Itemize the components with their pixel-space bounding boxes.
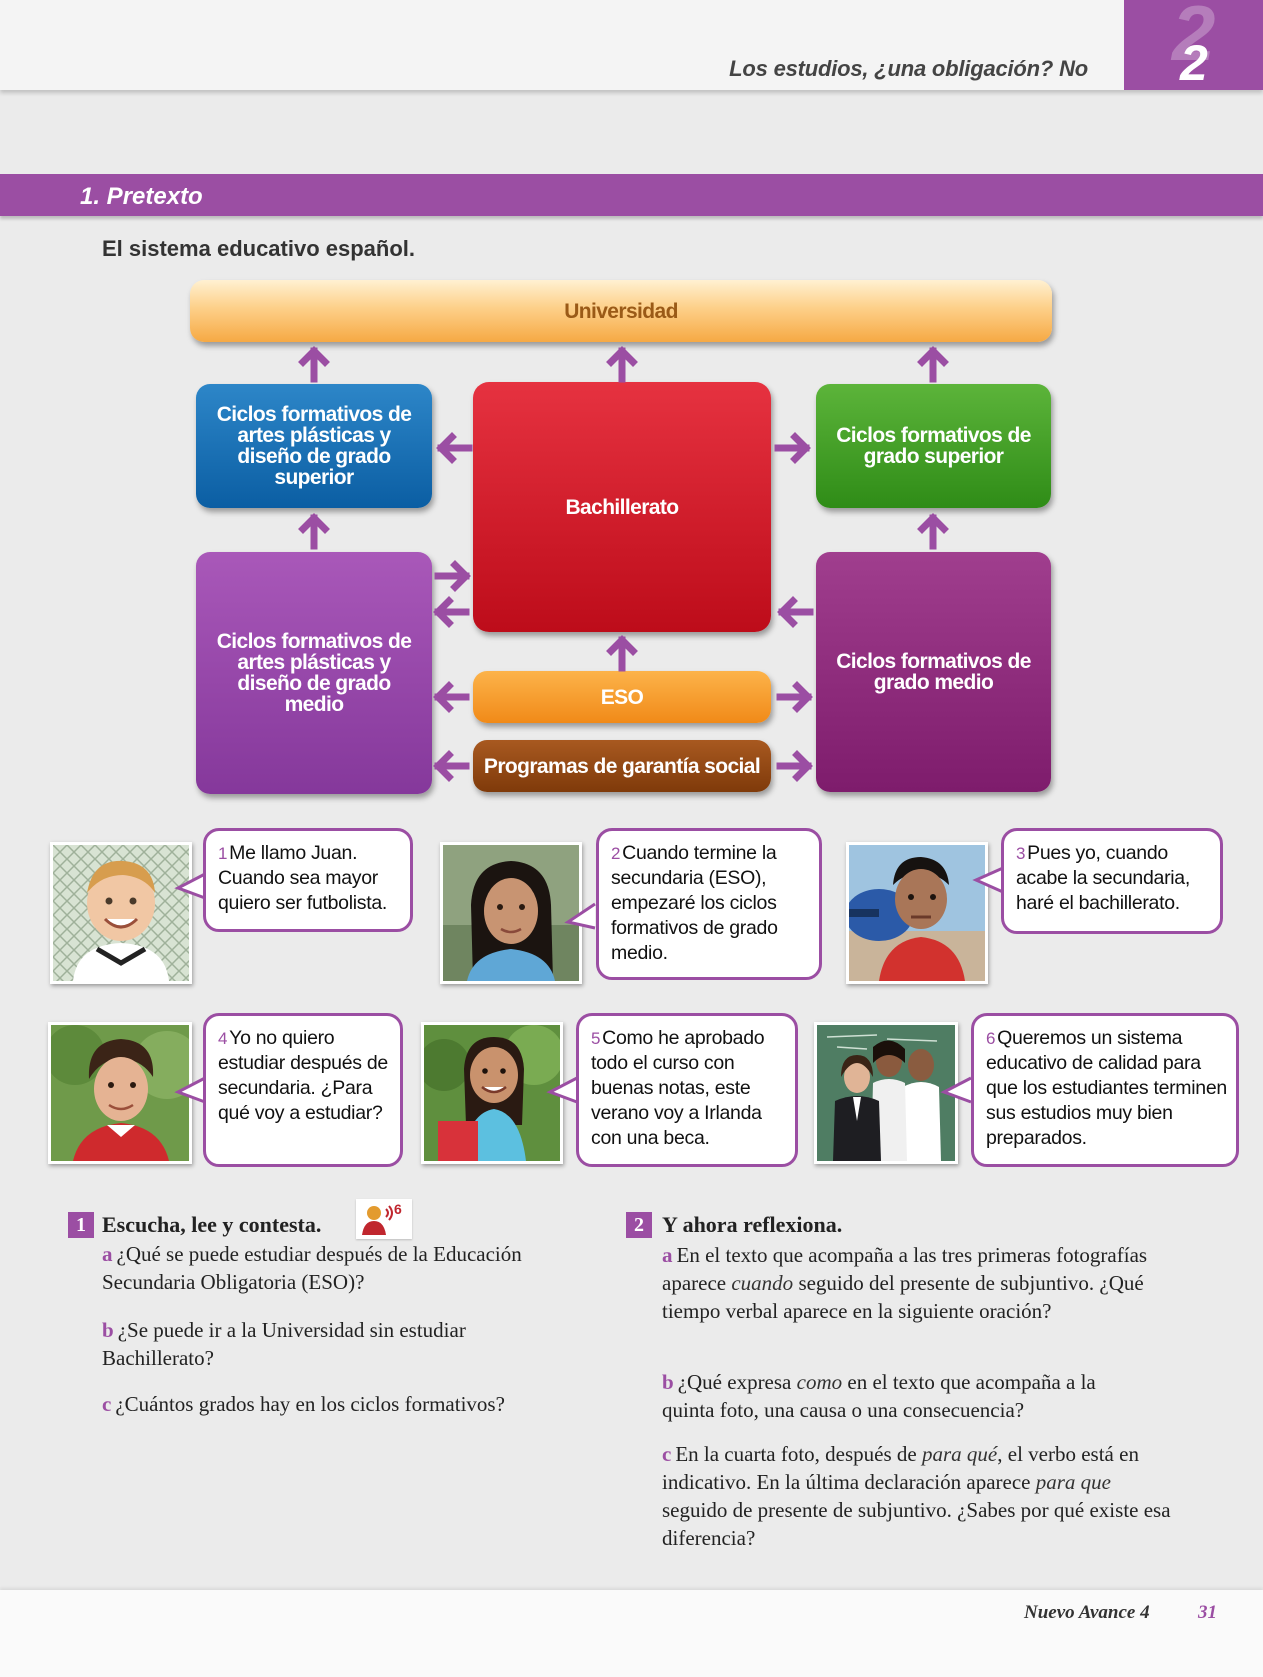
arrow-right-icon [774, 677, 814, 717]
bubble-number: 6 [986, 1029, 996, 1048]
question-text: ¿Qué expresa [677, 1370, 797, 1394]
exercise-number: 2 [626, 1212, 652, 1238]
question-letter: c [102, 1392, 112, 1416]
arrow-left-icon [432, 592, 472, 632]
photo-juan [50, 842, 192, 984]
exercise-title: Y ahora reflexiona. [662, 1212, 843, 1237]
question-keyword: para que [1035, 1470, 1111, 1494]
bubble-tail [174, 870, 206, 902]
audio-track-number: 6 [394, 1201, 402, 1217]
question-2b: b¿Qué expresa como en el texto que acomp… [662, 1368, 1142, 1424]
bubble-text: Yo no quiero estudiar después de secunda… [218, 1027, 388, 1124]
box-ciclos-grado-medio: Ciclos formativos de grado medio [816, 552, 1051, 792]
arrow-right-icon [432, 556, 472, 596]
question-text: , el verbo está en indicativo. En la últ… [662, 1442, 1139, 1494]
bubble-text: Pues yo, cuando acabe la secundaria, har… [1016, 842, 1190, 914]
arrow-up-icon [913, 512, 953, 552]
page-footer [0, 1590, 1263, 1677]
bubble-number: 3 [1016, 844, 1026, 863]
question-letter: b [102, 1318, 114, 1342]
section-bar [0, 174, 1263, 216]
photo-teachers [814, 1022, 958, 1164]
bubble-text: Me llamo Juan. Cuando sea mayor quiero s… [218, 842, 387, 914]
question-letter: a [102, 1242, 113, 1266]
arrow-left-icon [432, 746, 472, 786]
arrow-up-icon [602, 634, 642, 674]
question-keyword: cuando [731, 1271, 794, 1295]
box-eso: ESO [473, 671, 771, 723]
question-1c: c¿Cuántos grados hay en los ciclos forma… [102, 1390, 582, 1418]
arrow-left-icon [776, 592, 816, 632]
box-artes-grado-medio: Ciclos formativos de artes plásticas y d… [196, 552, 432, 794]
question-text: seguido del presente de subjuntivo. ¿Qué… [662, 1271, 1144, 1323]
photo-girl-1 [440, 842, 582, 984]
bubble-number: 4 [218, 1029, 228, 1048]
photo-girl-folder [421, 1022, 563, 1164]
section-subtitle: El sistema educativo español. [102, 236, 416, 261]
question-text: En la cuarta foto, después de [675, 1442, 922, 1466]
question-text: ¿Qué se puede estudiar después de la Edu… [102, 1242, 522, 1294]
box-universidad: Universidad [190, 280, 1052, 342]
box-bachillerato: Bachillerato [473, 382, 771, 632]
question-1b: b¿Se puede ir a la Universidad sin estud… [102, 1316, 582, 1372]
bubble-text: Queremos un sistema educativo de calidad… [986, 1027, 1227, 1149]
bubble-tail [940, 1074, 972, 1106]
bubble-tail [564, 900, 596, 932]
question-text: ¿Cuántos grados hay en los ciclos format… [115, 1392, 505, 1416]
question-text: seguido de presente de subjuntivo. ¿Sabe… [662, 1498, 1171, 1550]
arrow-up-icon [602, 345, 642, 385]
box-ciclos-grado-superior: Ciclos formativos de grado superior [816, 384, 1051, 508]
arrow-left-icon [435, 428, 475, 468]
arrow-up-icon [294, 512, 334, 552]
book-title: Nuevo Avance 4 [1024, 1602, 1150, 1623]
bubble-tail [972, 864, 1004, 896]
page-header [0, 0, 1263, 90]
bubble-tail [546, 1074, 578, 1106]
bubble-number: 1 [218, 844, 228, 863]
arrow-up-icon [294, 345, 334, 385]
section-title: 1. Pretexto [80, 183, 203, 210]
question-text: En el texto que acompaña a las tres prim… [662, 1243, 1148, 1295]
bubble-number: 5 [591, 1029, 601, 1048]
chapter-tab [1124, 0, 1263, 90]
question-1a: a¿Qué se puede estudiar después de la Ed… [102, 1240, 582, 1296]
bubble-text: Como he aprobado todo el curso con buena… [591, 1027, 765, 1149]
chapter-number: 2 [1180, 35, 1208, 91]
arrow-up-icon [913, 345, 953, 385]
question-letter: b [662, 1370, 674, 1394]
arrow-right-icon [772, 428, 812, 468]
chapter-number-shadow: 2 [1172, 0, 1216, 77]
bubble-number: 2 [611, 844, 621, 863]
exercise-number: 1 [68, 1212, 94, 1238]
question-text: ¿Se puede ir a la Universidad sin estudi… [102, 1318, 466, 1370]
bubble-text: Cuando termine la secundaria (ESO), empe… [611, 842, 778, 964]
exercise-title: Escucha, lee y contesta. [102, 1212, 322, 1237]
photo-boy-guitar [846, 842, 988, 984]
photo-boy-red [48, 1022, 192, 1164]
box-artes-grado-superior: Ciclos formativos de artes plásticas y d… [196, 384, 432, 508]
question-letter: c [662, 1442, 672, 1466]
arrow-left-icon [432, 677, 472, 717]
question-keyword: como [796, 1370, 843, 1394]
bubble-tail [174, 1074, 206, 1106]
question-text: en el texto que acompaña a la quinta fot… [662, 1370, 1096, 1422]
arrow-right-icon [774, 746, 814, 786]
page-number: 31 [1198, 1602, 1217, 1623]
question-keyword: para qué [922, 1442, 998, 1466]
chapter-title: Los estudios, ¿una obligación? No [729, 56, 1088, 81]
box-programas-garantia-social: Programas de garantía social [473, 740, 771, 792]
question-letter: a [662, 1243, 673, 1267]
audio-track-icon[interactable]: 6 [356, 1199, 412, 1239]
